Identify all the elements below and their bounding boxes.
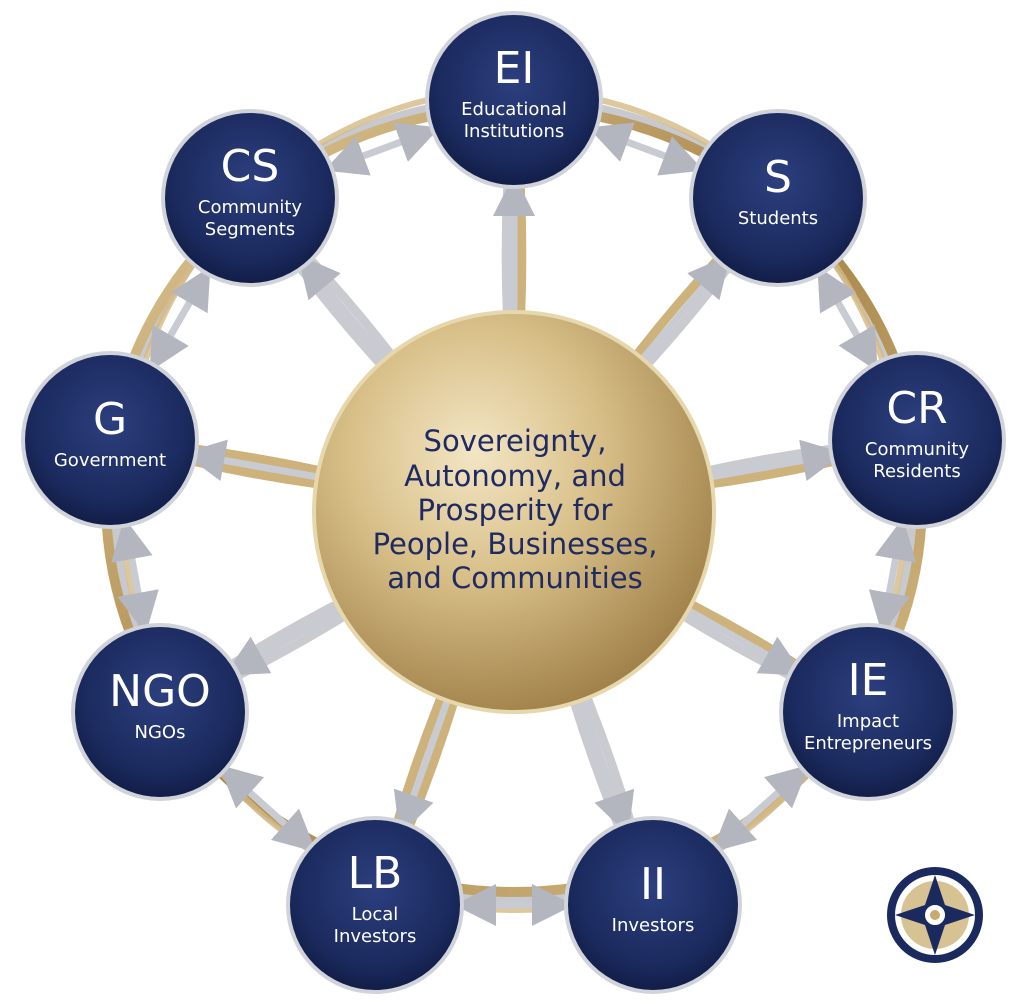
node-cs bbox=[165, 113, 335, 283]
node-ngo bbox=[75, 627, 245, 797]
double-arrow bbox=[218, 764, 317, 853]
double-arrow bbox=[817, 266, 878, 372]
node-cr bbox=[832, 355, 1002, 525]
center-disc bbox=[312, 310, 716, 714]
double-arrow bbox=[868, 517, 917, 635]
center-statement: Sovereignty, Autonomy, and Prosperity fo… bbox=[372, 424, 658, 596]
double-arrow bbox=[324, 122, 440, 176]
double-arrow bbox=[588, 122, 704, 176]
node-s bbox=[693, 113, 863, 283]
double-arrow bbox=[149, 266, 211, 372]
node-lb bbox=[290, 820, 460, 990]
node-ii bbox=[568, 820, 738, 990]
double-arrow bbox=[111, 517, 159, 635]
node-g bbox=[25, 355, 195, 525]
node-ie bbox=[783, 627, 953, 797]
double-arrow bbox=[711, 764, 810, 853]
node-ei bbox=[429, 15, 599, 185]
compass-star-logo-icon bbox=[887, 867, 983, 963]
node-group bbox=[21, 11, 1006, 994]
